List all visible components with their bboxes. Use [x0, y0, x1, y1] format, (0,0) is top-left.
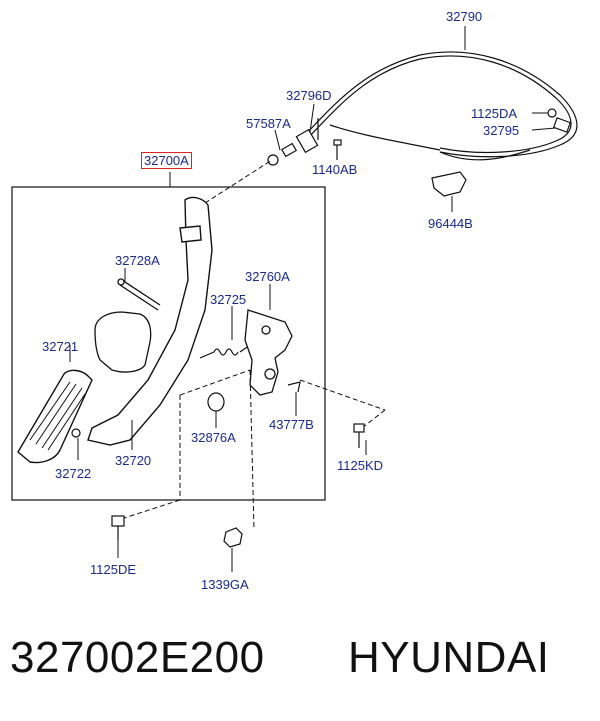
stopper-block — [94, 311, 152, 373]
label-1125KD: 1125KD — [337, 458, 384, 473]
bolt-1125DE — [111, 515, 125, 540]
label-32876A: 32876A — [191, 430, 236, 445]
cable-end-assembly — [267, 118, 319, 166]
parts-diagram — [11, 26, 578, 572]
label-32760A: 32760A — [245, 269, 290, 284]
bolt-1125KD — [353, 423, 365, 448]
label-32700A: 32700A — [141, 152, 192, 169]
bracket-32760A — [244, 309, 293, 396]
label-57587A: 57587A — [246, 116, 291, 131]
clip-32795 — [547, 108, 572, 133]
part-number-caption: 327002E200 — [10, 633, 265, 682]
clip-43777B — [287, 381, 301, 393]
label-43777B: 43777B — [269, 417, 314, 432]
bracket-96444B — [431, 171, 467, 197]
leader-57587A — [274, 129, 281, 151]
label-32725: 32725 — [210, 292, 247, 307]
spring-32725 — [199, 344, 251, 359]
ring-32722 — [71, 428, 81, 438]
label-32796D: 32796D — [286, 88, 332, 103]
label-32728A: 32728A — [115, 253, 160, 268]
bolt-1140AB — [333, 139, 342, 160]
cable-32790 — [299, 51, 578, 161]
label-32721: 32721 — [42, 339, 79, 354]
label-32720: 32720 — [115, 453, 152, 468]
label-32722: 32722 — [55, 466, 92, 481]
label-1339GA: 1339GA — [201, 577, 249, 592]
pin-32728A — [117, 278, 161, 311]
label-32790: 32790 — [446, 9, 483, 24]
label-96444B: 96444B — [428, 216, 473, 231]
dashed-connectors — [117, 159, 386, 531]
leader-32795 — [531, 127, 557, 131]
nut-1339GA — [223, 527, 243, 548]
label-32795: 32795 — [483, 123, 520, 138]
label-1140AB: 1140AB — [312, 162, 358, 177]
pedal-pad — [17, 369, 93, 464]
brand-caption: HYUNDAI — [348, 633, 550, 682]
label-1125DA: 1125DA — [471, 106, 518, 121]
pedal-arm-32720 — [87, 196, 213, 446]
label-1125DE: 1125DE — [90, 562, 137, 577]
assembly-frame — [11, 186, 326, 501]
disc-32876A — [207, 392, 225, 412]
leader-32796D — [309, 103, 315, 133]
